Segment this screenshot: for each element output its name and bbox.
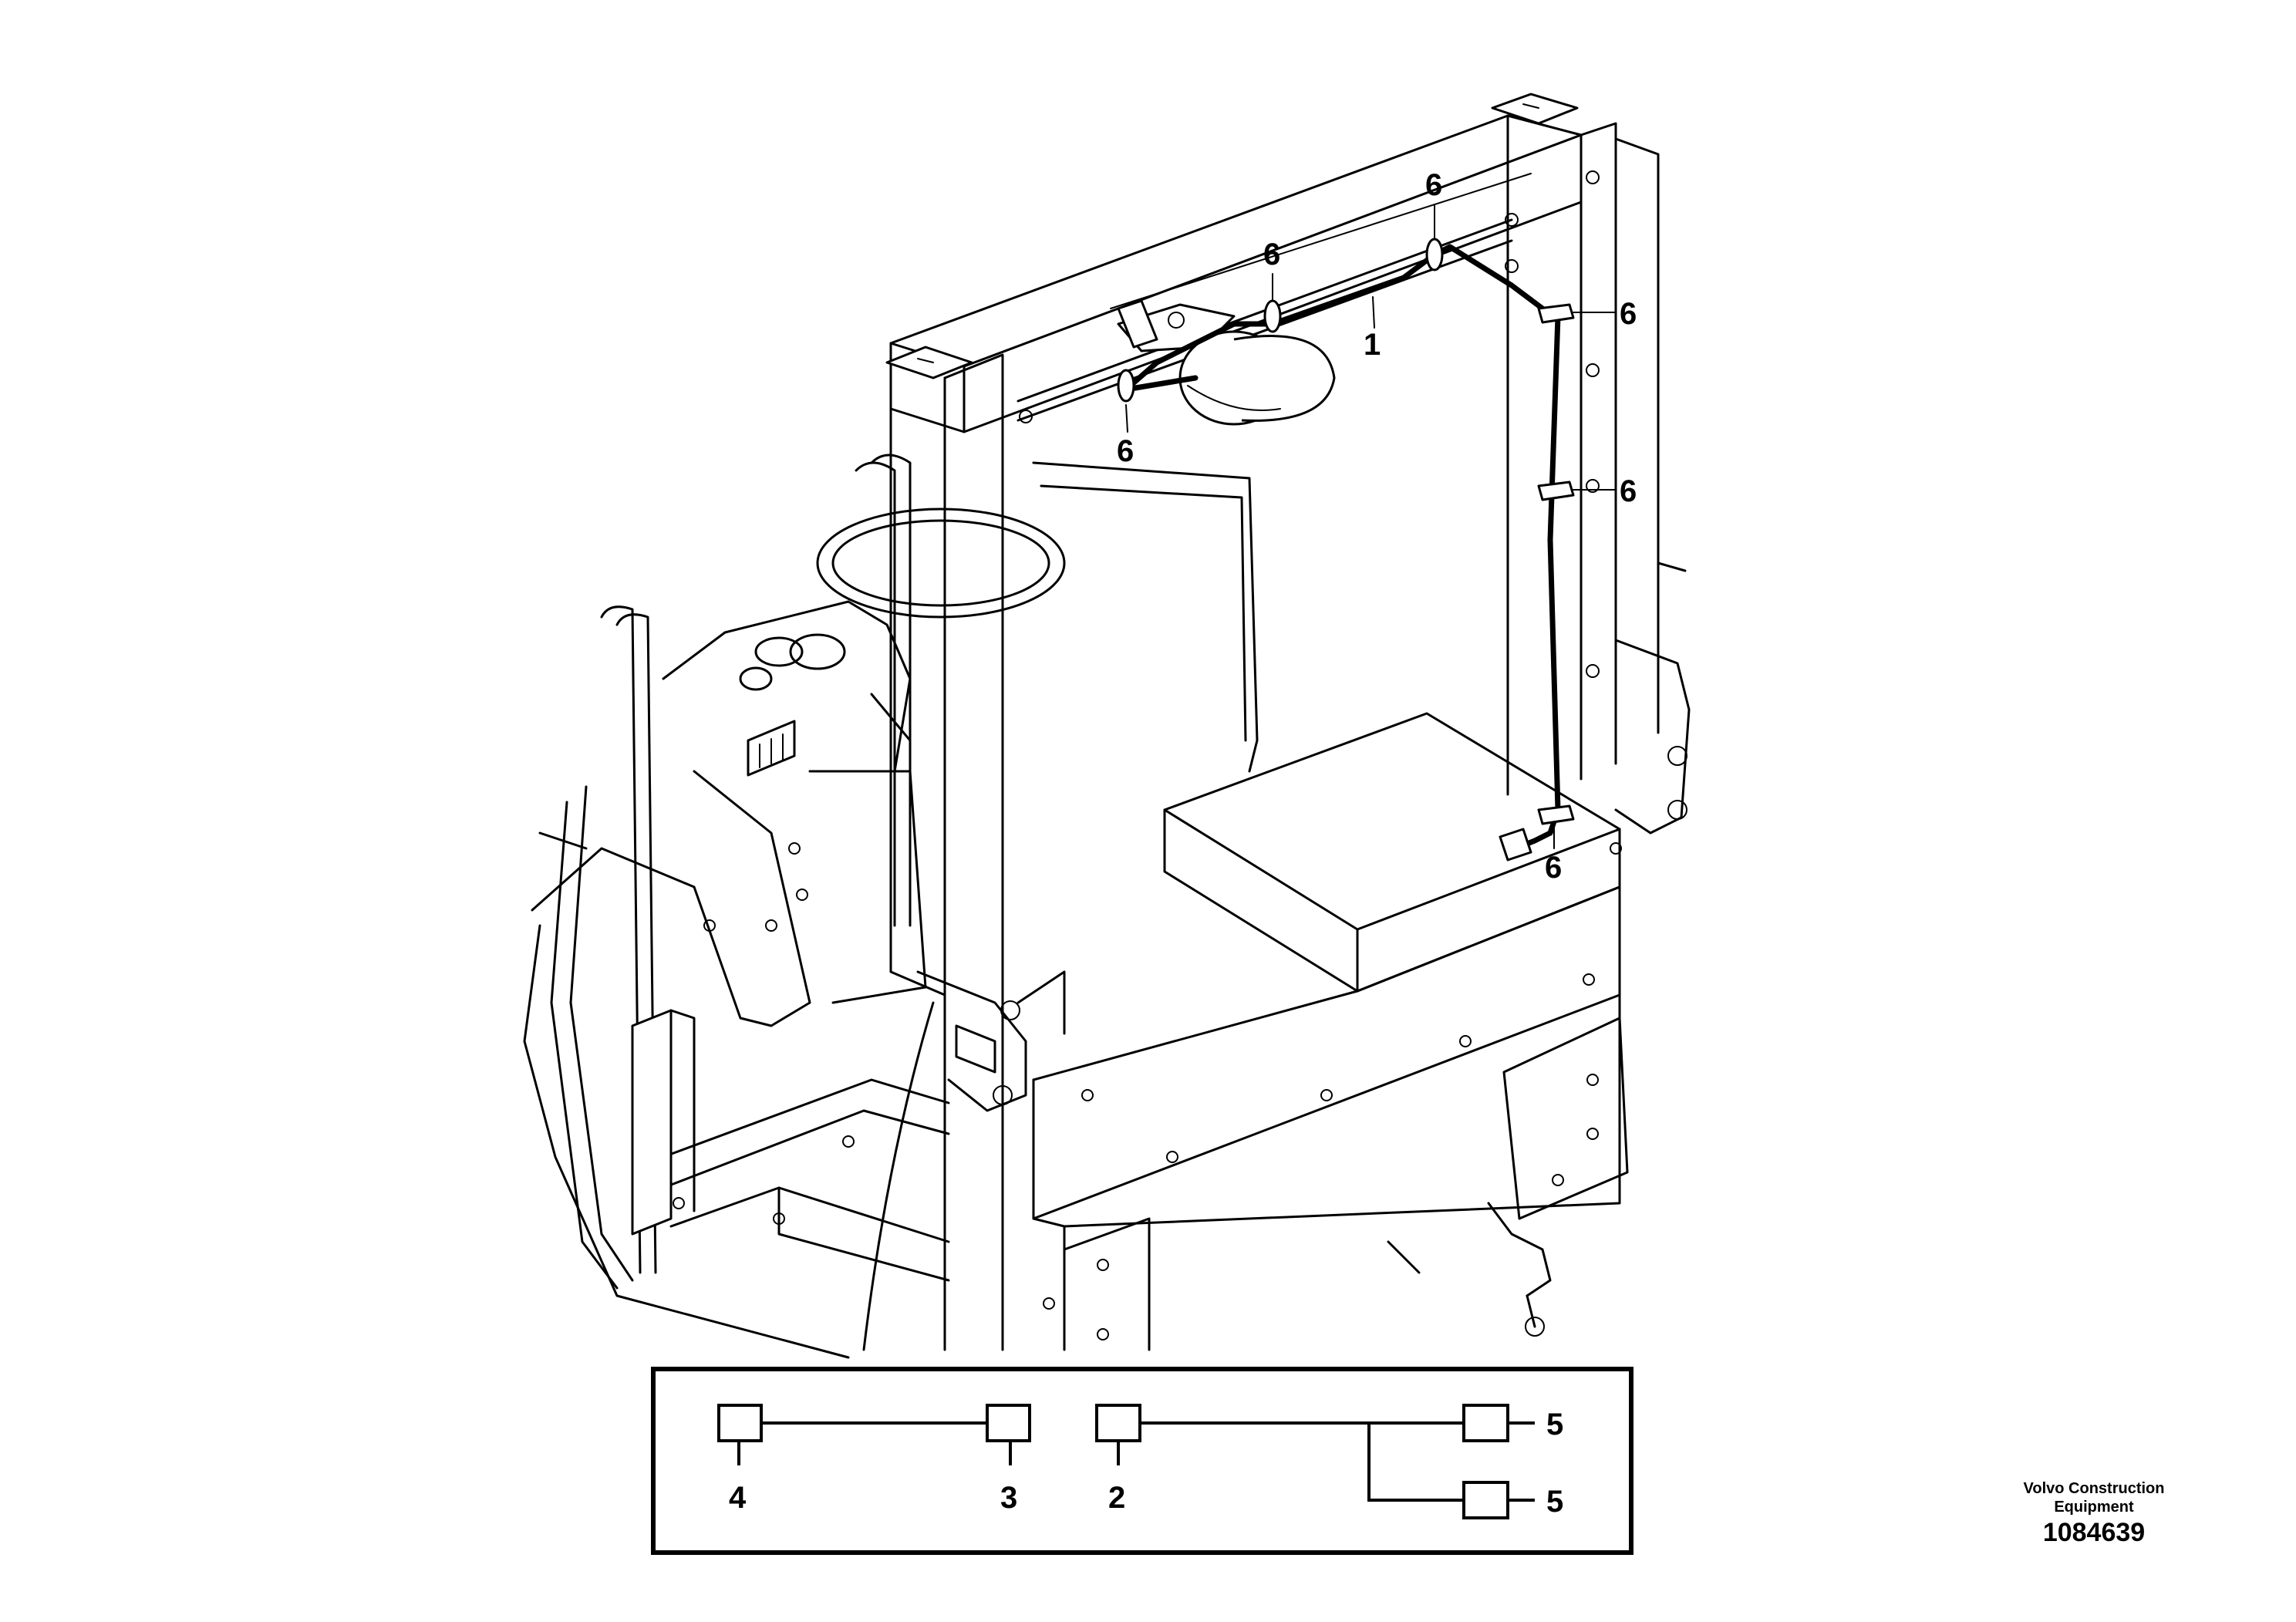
clip-6 (1117, 369, 1135, 403)
legend-label-5-lower: 5 (1546, 1485, 1563, 1519)
operator-station (523, 454, 1259, 1359)
node-5-lower (1462, 1481, 1509, 1519)
manufacturer-line-2: Equipment (2054, 1499, 2134, 1516)
node-5-upper (1462, 1404, 1509, 1442)
front-post (885, 346, 1066, 1351)
callout-6-top: 6 (1425, 168, 1442, 202)
manufacturer-label: Volvo Construction Equipment (1978, 1479, 2210, 1516)
node-4 (717, 1404, 763, 1442)
wiring-legend: 4 3 2 5 5 (651, 1367, 1633, 1555)
callout-6-lamp-right: 6 (1263, 238, 1280, 271)
callout-6-post-mid: 6 (1620, 474, 1637, 508)
legend-label-2: 2 (1108, 1481, 1125, 1515)
callout-6-post-top: 6 (1620, 297, 1637, 331)
cable-harness (1117, 238, 1575, 862)
manufacturer-line-1: Volvo Construction (2023, 1480, 2165, 1497)
callout-1: 1 (1364, 328, 1381, 362)
callout-6-post-bottom: 6 (1545, 851, 1562, 885)
legend-label-5-upper: 5 (1546, 1408, 1563, 1442)
callouts: 1 6 6 6 6 6 6 (1117, 168, 1637, 885)
node-2 (1095, 1404, 1141, 1442)
legend-label-3: 3 (1000, 1481, 1017, 1515)
rops-frame (889, 93, 1691, 835)
hood (1032, 712, 1629, 1351)
legend-label-4: 4 (729, 1481, 747, 1515)
node-3 (986, 1404, 1031, 1442)
illustration-number: 1084639 (2042, 1518, 2146, 1547)
callout-6-lamp-left: 6 (1117, 434, 1134, 468)
